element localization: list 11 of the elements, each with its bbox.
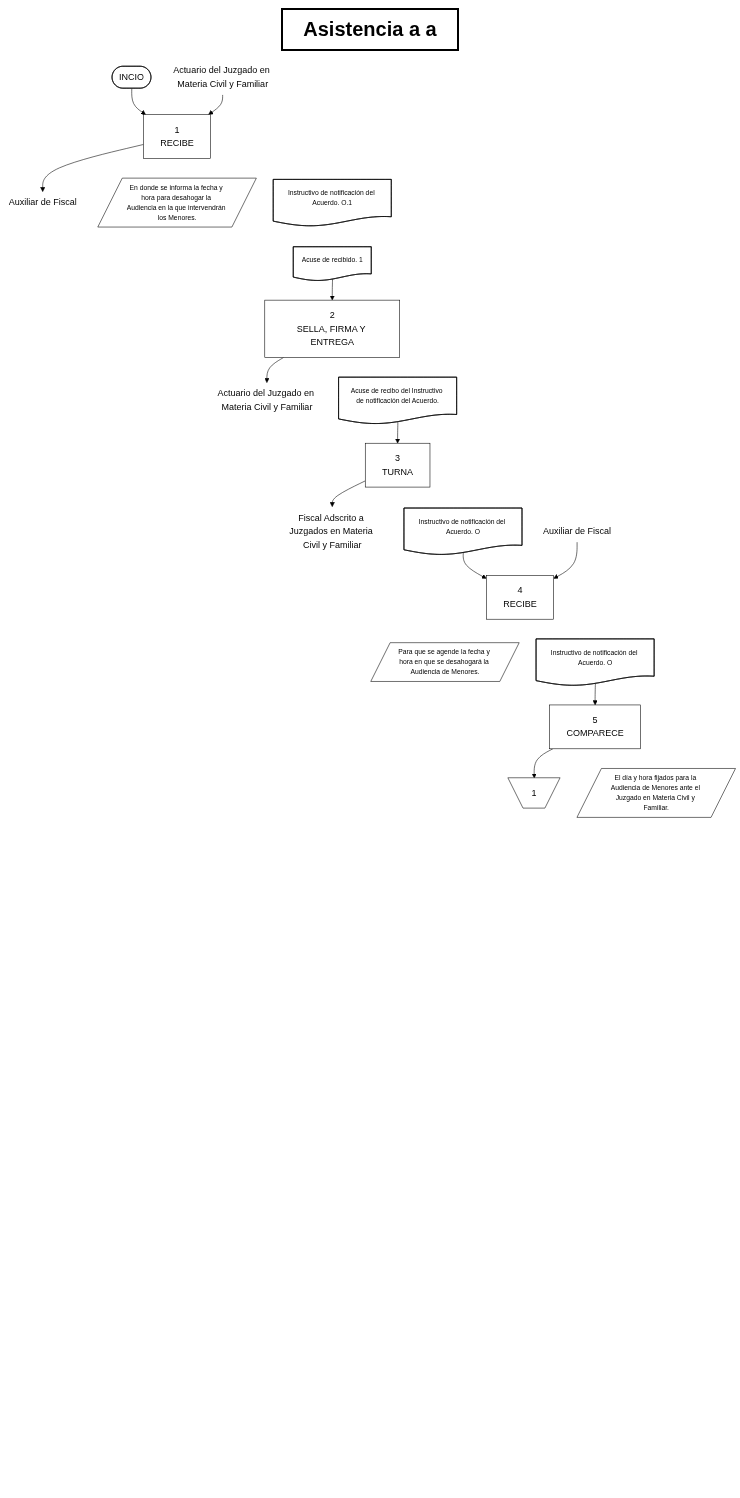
node-text: Auxiliar de Fiscal	[543, 526, 612, 536]
node-box: 5 COMPARECE	[549, 704, 641, 750]
node-box: 2 SELLA, FIRMA Y ENTREGA	[264, 299, 400, 358]
node-box: 1 RECIBE	[143, 114, 211, 159]
node-box: 3 TURNA	[364, 442, 431, 488]
node-text: Auxiliar de Fiscal	[8, 197, 77, 208]
node-text: Actuario del Juzgado en Materia Civil y Familiar	[217, 388, 314, 412]
node-box: 4 RECIBE	[486, 575, 554, 620]
node-text: Fiscal Adscrito a Juzgados en Materia Civil y Familiar	[289, 512, 373, 550]
title-box: Asistencia a a	[281, 8, 459, 51]
node-text: Actuario del Juzgado en Materia Civil y Familiar	[173, 65, 270, 89]
